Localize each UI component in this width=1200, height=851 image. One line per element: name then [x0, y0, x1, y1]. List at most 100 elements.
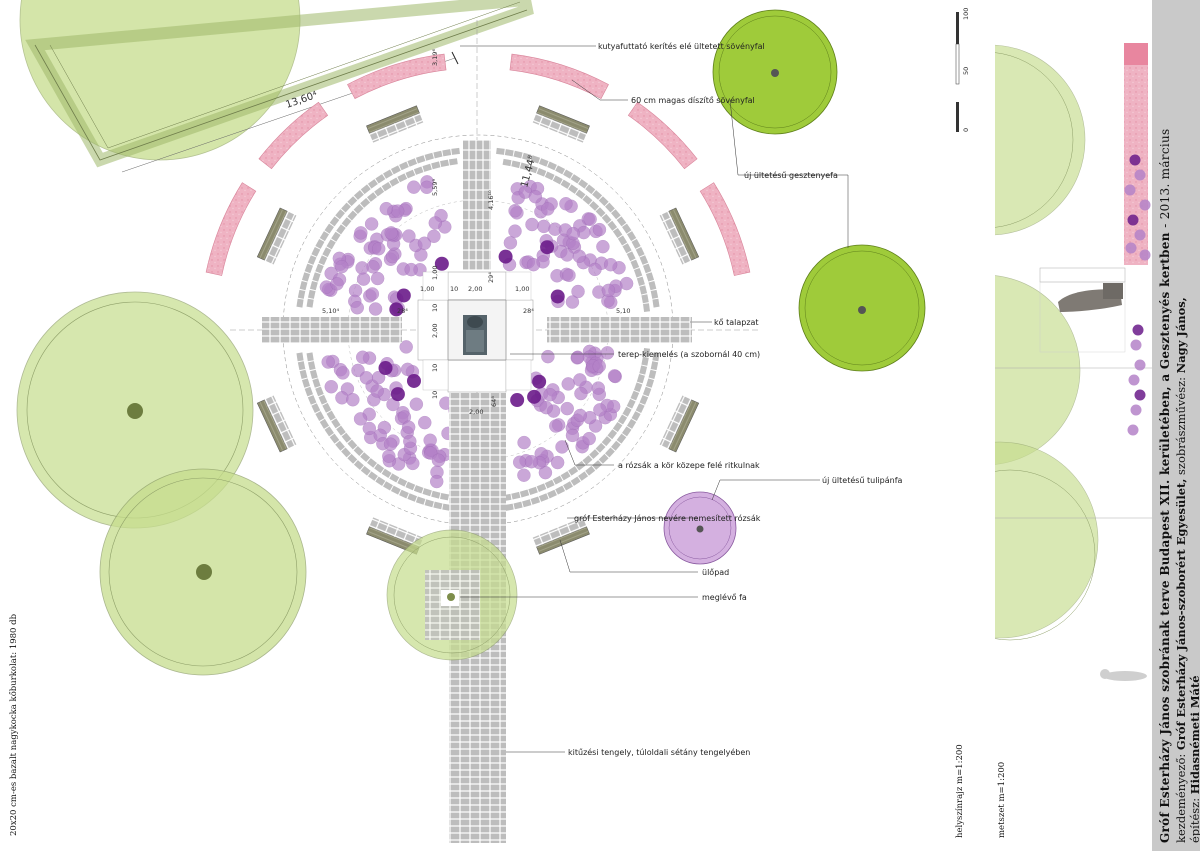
rose-icon [596, 239, 610, 254]
bench-icon [256, 207, 297, 265]
path-west [262, 317, 402, 343]
leader-lines [460, 45, 849, 753]
existing-small-tree [386, 529, 518, 661]
rose-icon [532, 374, 547, 389]
paver [399, 489, 409, 499]
fence-hedge [25, 0, 534, 168]
paver [306, 352, 314, 362]
bench-icon [659, 395, 700, 453]
rose-icon [383, 437, 398, 451]
rose-icon [573, 408, 587, 423]
rose-icon [1134, 359, 1146, 371]
rose-icon [503, 236, 518, 250]
rose-icon [574, 386, 588, 401]
paver [536, 483, 547, 492]
paver [331, 231, 341, 242]
paver [308, 361, 316, 371]
rose-icon [512, 455, 527, 469]
rose-icon [423, 433, 437, 447]
rose-icon [517, 468, 531, 482]
paver [324, 223, 335, 234]
paver [347, 210, 358, 221]
paver [407, 158, 418, 167]
bench-icon [256, 395, 297, 453]
paver [621, 223, 632, 234]
paver [633, 268, 643, 278]
paver [601, 213, 612, 224]
rose-icon [540, 240, 555, 255]
dim-4-16: 4,16¹⁰ [487, 190, 495, 210]
rose-icon [550, 455, 565, 470]
paver [442, 503, 452, 511]
paver [582, 455, 593, 465]
paver [318, 394, 328, 405]
new-tulip-tree [663, 491, 737, 565]
paver [383, 481, 393, 491]
paver [568, 184, 579, 194]
paver [652, 298, 660, 308]
sculptor-label: szobrászművész: [1174, 376, 1188, 475]
paver [367, 458, 378, 468]
ruler-50: 50 [962, 67, 970, 75]
label-existing-tree: meglévő fa [702, 592, 747, 602]
paver [353, 204, 364, 214]
paver [528, 486, 538, 495]
dim-5-10-right: 5,10 [616, 307, 630, 315]
tree-trunk [196, 564, 212, 580]
rose-icon [368, 302, 383, 316]
paver [641, 356, 649, 366]
paver [630, 259, 640, 270]
architect-label: építész: [1188, 797, 1200, 843]
paver [312, 272, 321, 282]
rose-icon [399, 340, 413, 354]
paver [307, 395, 317, 405]
paver [390, 165, 401, 175]
section-ruler: 100 50 0 [955, 8, 970, 132]
rose-icon [396, 288, 411, 303]
paver [652, 352, 660, 362]
paver [585, 184, 596, 195]
paver [552, 175, 563, 185]
paver [353, 446, 364, 456]
bench-icon [366, 105, 424, 143]
paver [616, 216, 627, 227]
paver [297, 361, 306, 371]
rose-icon [402, 229, 416, 243]
paver [621, 426, 632, 437]
paver [422, 163, 432, 172]
paver [563, 169, 573, 179]
rose-icon [571, 284, 585, 299]
paver [319, 231, 330, 242]
paver [424, 499, 434, 508]
rose-icon [571, 350, 585, 364]
bench-icon [532, 517, 590, 555]
paver [611, 209, 621, 220]
paver [335, 209, 345, 220]
rose-icon [619, 276, 634, 291]
paver [381, 468, 392, 479]
rose-icon [562, 268, 576, 283]
paver [336, 224, 346, 235]
paver [538, 493, 549, 502]
tree-trunk [447, 593, 455, 601]
paver [639, 395, 649, 405]
paver [296, 298, 304, 308]
paver [502, 158, 512, 167]
label-chestnut: új ültetésű gesztenyefa [744, 170, 838, 180]
rose-icon [525, 217, 539, 232]
rose-icon [559, 197, 573, 211]
rose-icon [364, 217, 379, 231]
paver [318, 255, 328, 266]
architect: Hidasnémeti Máté [1188, 675, 1200, 795]
title-main: Gróf Esterházy János szobrának terve Bud… [1158, 232, 1172, 843]
rose-icon [541, 349, 555, 364]
dim-5-59: 5,59⁹ [431, 179, 439, 196]
paver [547, 489, 557, 499]
paver [504, 149, 514, 157]
decorative-hedge-ring [205, 53, 751, 276]
paver [568, 466, 579, 476]
paver [374, 463, 385, 474]
rose-icon [1134, 229, 1146, 241]
label-axis: kitűzési tengely, túloldali sétány tenge… [568, 747, 750, 757]
paver [383, 169, 393, 179]
